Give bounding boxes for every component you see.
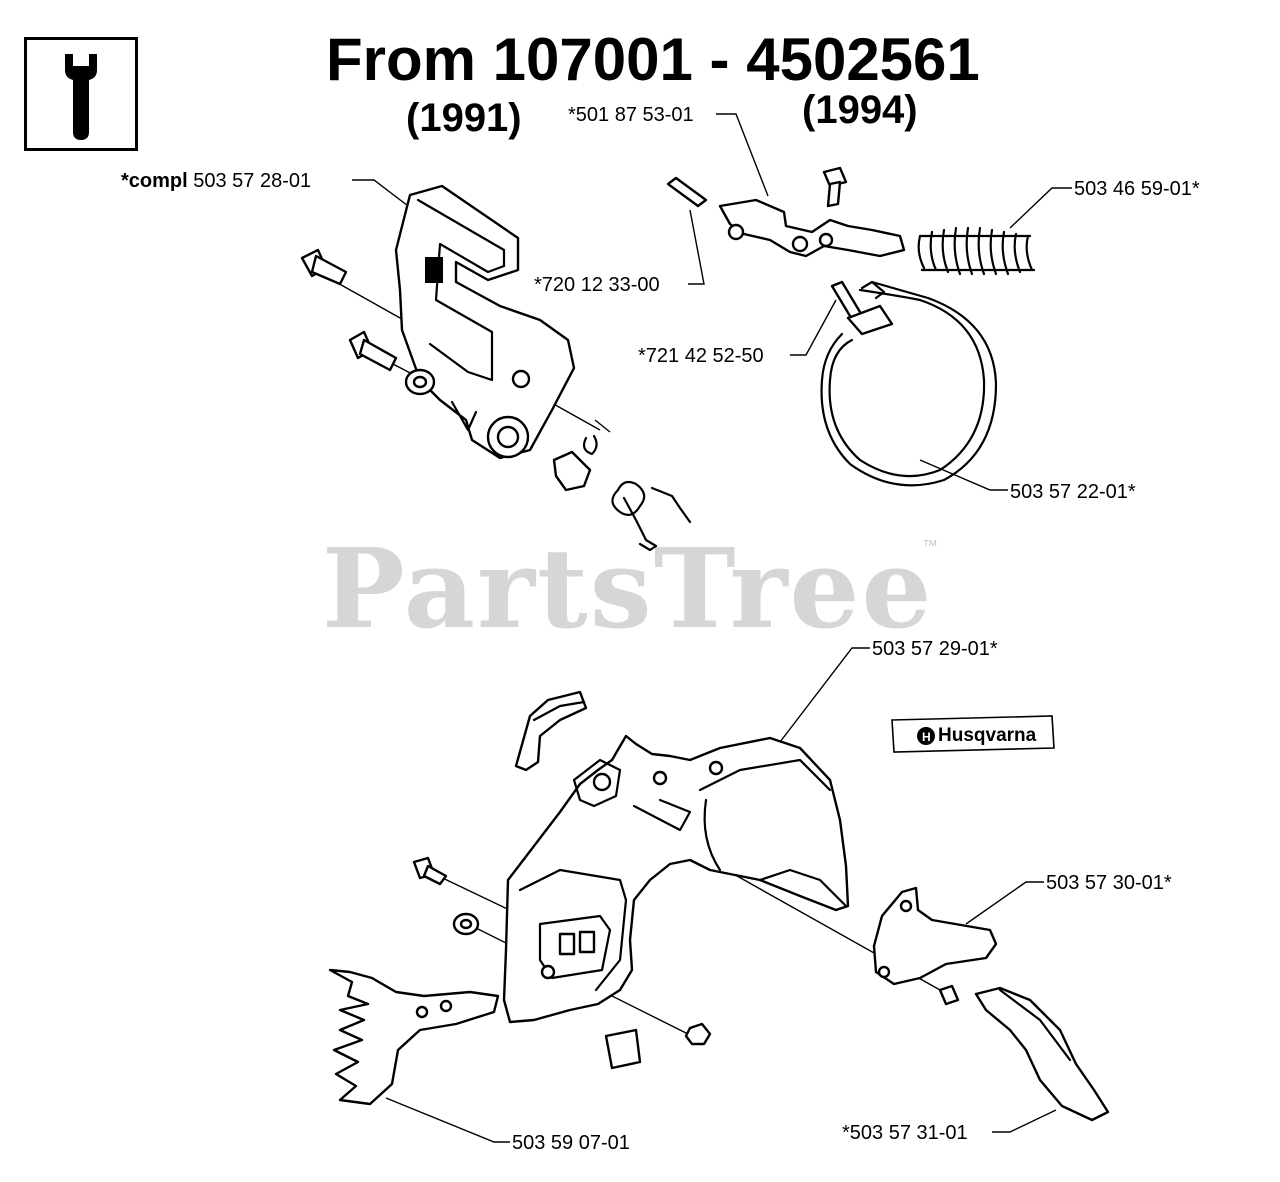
label-503-57-29-01: 503 57 29-01* [872,638,998,660]
svg-text:H: H [922,730,931,744]
watermark: PartsTree [322,524,934,653]
label-compl-prefix: *compl [121,170,188,192]
cover-fasteners [412,856,960,1070]
bumper-spike [328,968,500,1106]
label-721-42-52-50: *721 42 52-50 [638,345,764,367]
chain-guard [974,986,1110,1122]
chain-brake-handle [394,184,576,460]
brake-lever-assembly [666,166,906,328]
label-503-57-31-01: *503 57 31-01 [842,1122,968,1144]
decal-brand-text: Husqvarna [938,725,1037,746]
label-720-12-33-00: *720 12 33-00 [534,274,660,296]
husqvarna-decal: H [891,715,1055,753]
guide-plate [872,886,998,986]
label-503-46-59-01: 503 46 59-01* [1074,178,1200,200]
diagram-title: From 107001 - 4502561 [326,26,980,93]
cover-bracket [514,690,588,772]
label-501-87-53-01: *501 87 53-01 [568,104,694,126]
label-503-57-30-01: 503 57 30-01* [1046,872,1172,894]
wrench-icon-box [24,37,138,151]
label-compl-number: 503 57 28-01 [193,170,312,192]
wrench-icon [65,54,97,140]
year-end: (1994) [802,88,918,132]
brake-spring [917,226,1036,276]
label-503-57-22-01: 503 57 22-01* [1010,481,1136,503]
clutch-cover [502,734,850,1024]
label-compl-503-57-28-01: *compl 503 57 28-01 [121,170,311,192]
label-503-59-07-01: 503 59 07-01 [512,1132,630,1154]
year-start: (1991) [406,96,522,140]
brake-band [820,280,998,487]
watermark-trademark: ™ [922,538,938,555]
handle-fasteners [300,248,692,552]
